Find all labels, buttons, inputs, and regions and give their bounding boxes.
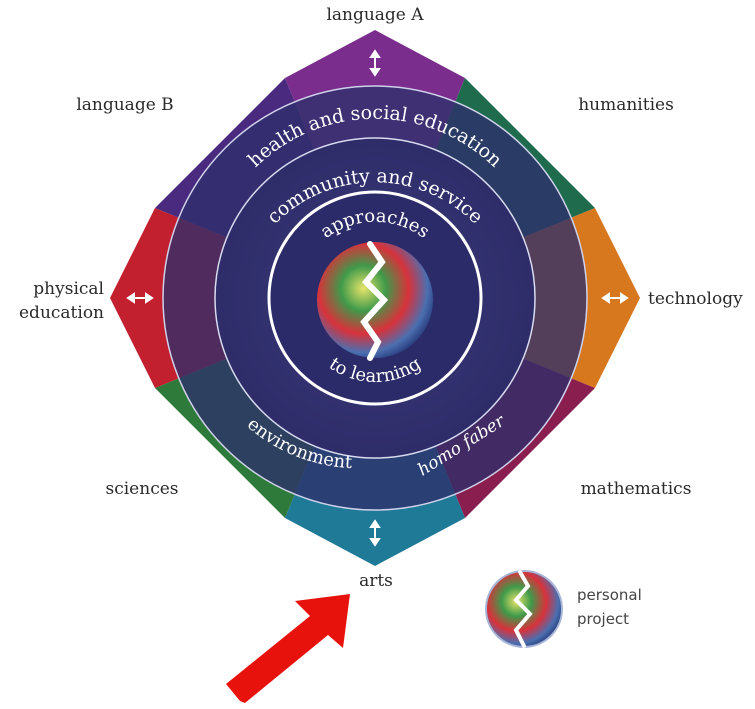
legend-globe-crack	[513, 570, 533, 648]
middle-ring-line	[214, 137, 536, 459]
label-language-a: language A	[326, 5, 424, 25]
arrow-bottom-left-icon	[200, 454, 220, 474]
personal-project-legend: personal project	[485, 570, 642, 648]
inner-ring-line	[267, 190, 483, 406]
label-physical: physical	[33, 279, 104, 299]
arrow-bottom-icon	[369, 519, 381, 547]
label-humanities: humanities	[578, 95, 674, 115]
legend-line-personal: personal	[577, 586, 642, 604]
label-mathematics: mathematics	[581, 479, 692, 499]
arrow-top-icon	[369, 49, 381, 77]
label-language-b: language B	[76, 95, 173, 115]
arrow-top-left-icon	[200, 122, 220, 142]
outer-ring-line	[162, 85, 588, 511]
arrow-bottom-right-icon	[532, 454, 552, 474]
label-education: education	[19, 303, 104, 323]
red-arrow-icon	[226, 594, 350, 703]
label-arts: arts	[359, 571, 393, 591]
globe-circle	[317, 242, 433, 358]
label-technology: technology	[648, 289, 743, 309]
legend-line-project: project	[577, 610, 629, 628]
label-sciences: sciences	[106, 479, 179, 499]
globe	[317, 241, 433, 361]
globe-crack	[360, 241, 389, 361]
arrow-right-icon	[601, 292, 629, 304]
arrows	[126, 49, 629, 547]
arrow-top-right-icon	[538, 118, 558, 138]
arrow-left-icon	[126, 292, 154, 304]
